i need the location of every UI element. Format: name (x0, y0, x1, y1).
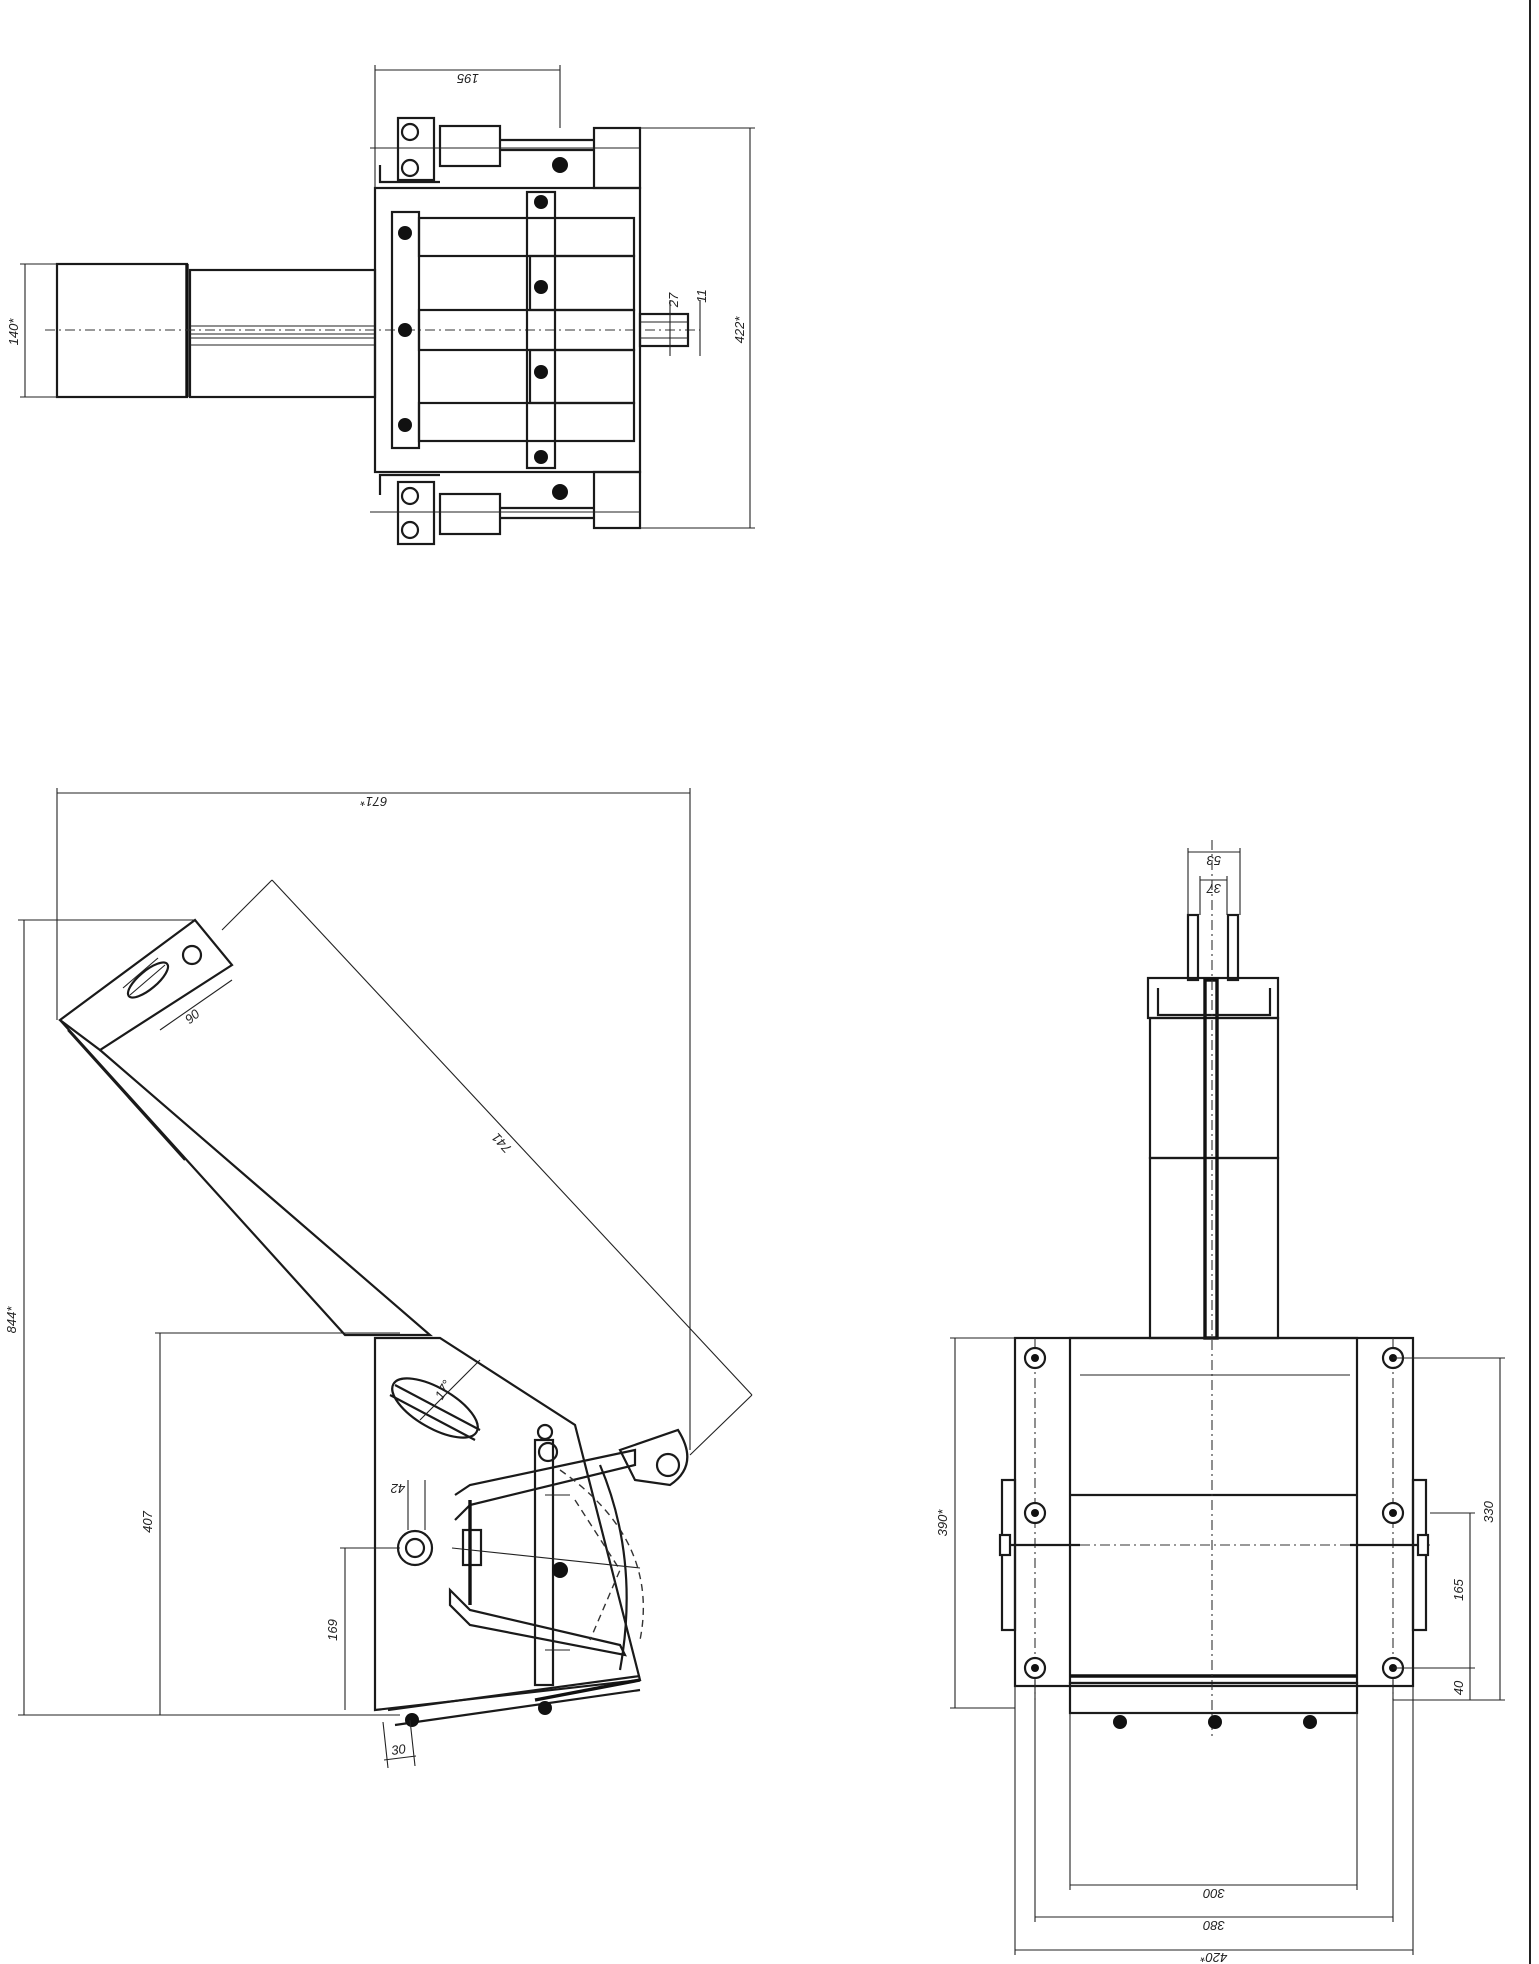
dim-422: 422* (732, 316, 747, 344)
dim-390: 390* (935, 1509, 950, 1537)
dim-27: 27 (666, 292, 681, 308)
boom-head (58, 918, 234, 1052)
dim-380: 380 (1202, 1918, 1224, 1933)
front-view: 53 37 (935, 840, 1505, 1964)
dim-300: 300 (1202, 1886, 1224, 1901)
dim-165: 165 (1451, 1578, 1466, 1600)
dim-11: 11 (694, 289, 709, 303)
dim-42: 42 (390, 1481, 405, 1496)
dim-407: 407 (140, 1510, 155, 1532)
dim-40: 40 (1451, 1680, 1466, 1695)
dim-195: 195 (456, 71, 478, 86)
top-view: 195 422* 27 11 140* (6, 65, 755, 546)
dim-53: 53 (1206, 853, 1221, 868)
side-view: 671* 844* 741 90 17° (4, 788, 753, 1769)
side-housing (373, 1336, 642, 1712)
dim-420: 420* (1200, 1950, 1228, 1964)
dim-140: 140* (6, 318, 21, 346)
dim-844: 844* (4, 1306, 19, 1334)
dim-169: 169 (325, 1619, 340, 1641)
dim-90: 90 (182, 1006, 203, 1027)
dim-37: 37 (1206, 881, 1221, 896)
dim-671: 671* (360, 794, 388, 809)
dim-330: 330 (1481, 1500, 1496, 1522)
dim-30: 30 (390, 1741, 407, 1758)
dim-17deg: 17° (432, 1377, 455, 1402)
front-housing (1013, 1336, 1415, 1688)
dim-741: 741 (489, 1130, 515, 1156)
